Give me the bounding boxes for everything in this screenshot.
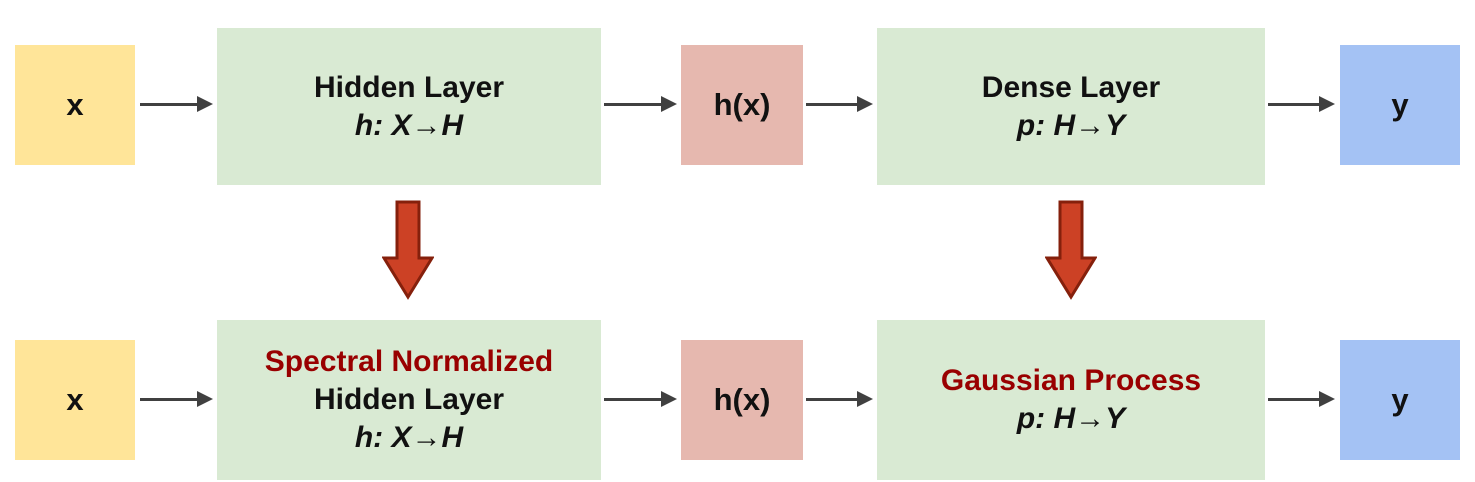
flow-arrow-bottom-1	[140, 391, 213, 407]
flow-arrow-bottom-3	[806, 391, 873, 407]
flow-arrow-top-3	[806, 96, 873, 112]
dense-layer-box-top: Dense Layer p: H→Y	[877, 28, 1265, 185]
flow-arrow-top-2	[604, 96, 677, 112]
intermediate-box-top: h(x)	[681, 45, 803, 165]
input-box-bottom: x	[15, 340, 135, 460]
dense-layer-mapping: p: H→Y	[1016, 108, 1126, 142]
sn-hidden-layer-subtitle: Hidden Layer	[313, 383, 505, 416]
hidden-layer-title: Hidden Layer	[313, 70, 505, 104]
gaussian-process-mapping: p: H→Y	[1016, 402, 1126, 435]
input-box-top: x	[15, 45, 135, 165]
flow-arrow-top-4	[1268, 96, 1335, 112]
flow-arrow-top-1	[140, 96, 213, 112]
intermediate-label-top: h(x)	[713, 87, 771, 122]
transform-arrow-left-icon	[381, 200, 435, 300]
dense-layer-title: Dense Layer	[981, 70, 1161, 104]
input-label-top: x	[66, 87, 84, 122]
output-label-bottom: y	[1391, 382, 1409, 417]
hidden-layer-mapping: h: X→H	[354, 108, 464, 142]
hidden-layer-box-top: Hidden Layer h: X→H	[217, 28, 601, 185]
flow-arrow-bottom-4	[1268, 391, 1335, 407]
output-box-top: y	[1340, 45, 1460, 165]
sn-hidden-layer-mapping: h: X→H	[354, 421, 464, 454]
spectral-normalized-hidden-layer-box: Spectral Normalized Hidden Layer h: X→H	[217, 320, 601, 480]
gaussian-process-layer-box: Gaussian Process p: H→Y	[877, 320, 1265, 480]
input-label-bottom: x	[66, 382, 84, 417]
transform-arrow-right-icon	[1044, 200, 1098, 300]
output-label-top: y	[1391, 87, 1409, 122]
output-box-bottom: y	[1340, 340, 1460, 460]
gaussian-process-title: Gaussian Process	[940, 364, 1202, 397]
intermediate-label-bottom: h(x)	[713, 382, 771, 417]
spectral-normalized-title: Spectral Normalized	[264, 345, 554, 378]
flow-arrow-bottom-2	[604, 391, 677, 407]
intermediate-box-bottom: h(x)	[681, 340, 803, 460]
